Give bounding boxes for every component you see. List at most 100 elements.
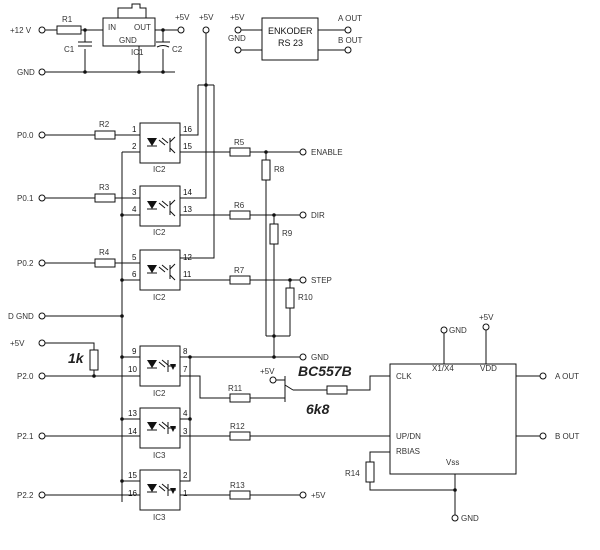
o4-pin7: 7 [183,365,188,374]
p22-terminal [38,491,46,499]
capacitor-c1 [78,41,92,47]
o1-ic: IC2 [153,165,166,174]
enc-b-terminal [344,46,352,54]
gnd-label: GND [17,68,35,77]
r-6k8-annotation: 6k8 [306,401,330,417]
o2-pin13: 13 [183,205,192,214]
enc-a-terminal [344,26,352,34]
o2-pin4: 4 [132,205,137,214]
p20-label: P2.0 [17,372,34,381]
enc-5v-label: +5V [230,13,245,22]
p01-terminal [38,194,46,202]
rail-5v-label: +5V [199,13,214,22]
p21-label: P2.1 [17,432,34,441]
o4-pin10: 10 [128,365,137,374]
r10-label: R10 [298,293,313,302]
capacitor-c2 [156,41,170,48]
ctr-rbias: RBIAS [396,447,420,456]
ctr-updn: UP/DN [396,432,421,441]
o6-pin16: 16 [128,489,137,498]
o5-pin14: 14 [128,427,137,436]
p5v-in-label: +5V [10,339,25,348]
opto-2 [139,185,181,227]
r6-label: R6 [234,201,245,210]
regulator-ic1 [102,17,156,47]
o6-ic: IC3 [153,513,166,522]
r14-label: R14 [345,469,360,478]
ctr-aout: A OUT [555,372,579,381]
dgnd-label: D GND [8,312,34,321]
ctr-bout: B OUT [555,432,580,441]
enable-label: ENABLE [311,148,343,157]
step-label: STEP [311,276,332,285]
r12-label: R12 [230,422,245,431]
dir-terminal [299,211,307,219]
o2-pin3: 3 [132,188,137,197]
o3-pin11: 11 [183,270,192,279]
r8-label: R8 [274,165,285,174]
p01-label: P0.1 [17,194,34,203]
ctr-gnd-bottom: GND [461,514,479,523]
o1-pin15: 15 [183,142,192,151]
r-1k-annotation: 1k [68,350,85,366]
gnd-out-terminal [299,353,307,361]
o5-pin4: 4 [183,409,188,418]
ctr-vdd: VDD [480,364,497,373]
p21-terminal [38,432,46,440]
r11-label: R11 [228,384,243,393]
c2-label: C2 [172,45,183,54]
o2-ic: IC2 [153,228,166,237]
gnd-terminal [38,68,46,76]
o4-pin8: 8 [183,347,188,356]
r5-label: R5 [234,138,245,147]
v12-label: +12 V [10,26,32,35]
resistor-1k [89,349,99,371]
r3-label: R3 [99,183,110,192]
o6-pin1: 1 [183,489,188,498]
r2-label: R2 [99,120,110,129]
o3-ic: IC2 [153,293,166,302]
power-supply-section: +12 V GND R1 C1 C2 IN OUT GND IC1 +5V [10,3,190,77]
r4-label: R4 [99,248,110,257]
enc-b-label: B OUT [338,36,363,45]
o5-pin3: 3 [183,427,188,436]
enable-terminal [299,148,307,156]
p00-terminal [38,131,46,139]
reg-out-label: OUT [134,23,151,32]
reg-5v-terminal [177,26,185,34]
p22-label: P2.2 [17,491,34,500]
o6-pin2: 2 [183,471,188,480]
o1-pin1: 1 [132,125,137,134]
p00-label: P0.0 [17,131,34,140]
reg-name-label: IC1 [131,48,144,57]
dgnd-terminal [38,312,46,320]
encoder-box [261,17,319,61]
encoder-model: RS 23 [278,38,303,48]
ctr-x1x4: X1/X4 [432,364,454,373]
regulator-tab [117,3,147,19]
p20-terminal [38,372,46,380]
counter-ic-section: GND +5V X1/X4 VDD CLK UP/DN RBIAS Vss A … [345,313,580,523]
o3-pin5: 5 [132,253,137,262]
input-optocouplers: P0.0 R2 1 2 16 15 IC2 R5 ENABLE P0.1 R3 … [8,120,343,321]
o2-pin14: 14 [183,188,192,197]
rail-5v-terminal [202,26,210,34]
resistor-r1 [56,25,82,35]
enc-gnd-label: GND [228,34,246,43]
ctr-vss: Vss [446,458,459,467]
encoder-section: +5V GND ENKODER RS 23 A OUT B OUT [228,13,363,61]
o1-pin2: 2 [132,142,137,151]
o5-pin13: 13 [128,409,137,418]
q-5v-label: +5V [260,367,275,376]
enc-5v-terminal [234,26,242,34]
ctr-5v-label: +5V [479,313,494,322]
c1-label: C1 [64,45,75,54]
p02-terminal [38,259,46,267]
output-optocouplers: +5V 1k P2.0 9 10 8 7 IC2 GND R11 +5V BC5… [10,316,390,522]
supply-rails: +5V [180,13,215,259]
encoder-name: ENKODER [268,26,313,36]
gnd-out-label: GND [311,353,329,362]
p5v-in-terminal [38,339,46,347]
step-terminal [299,276,307,284]
